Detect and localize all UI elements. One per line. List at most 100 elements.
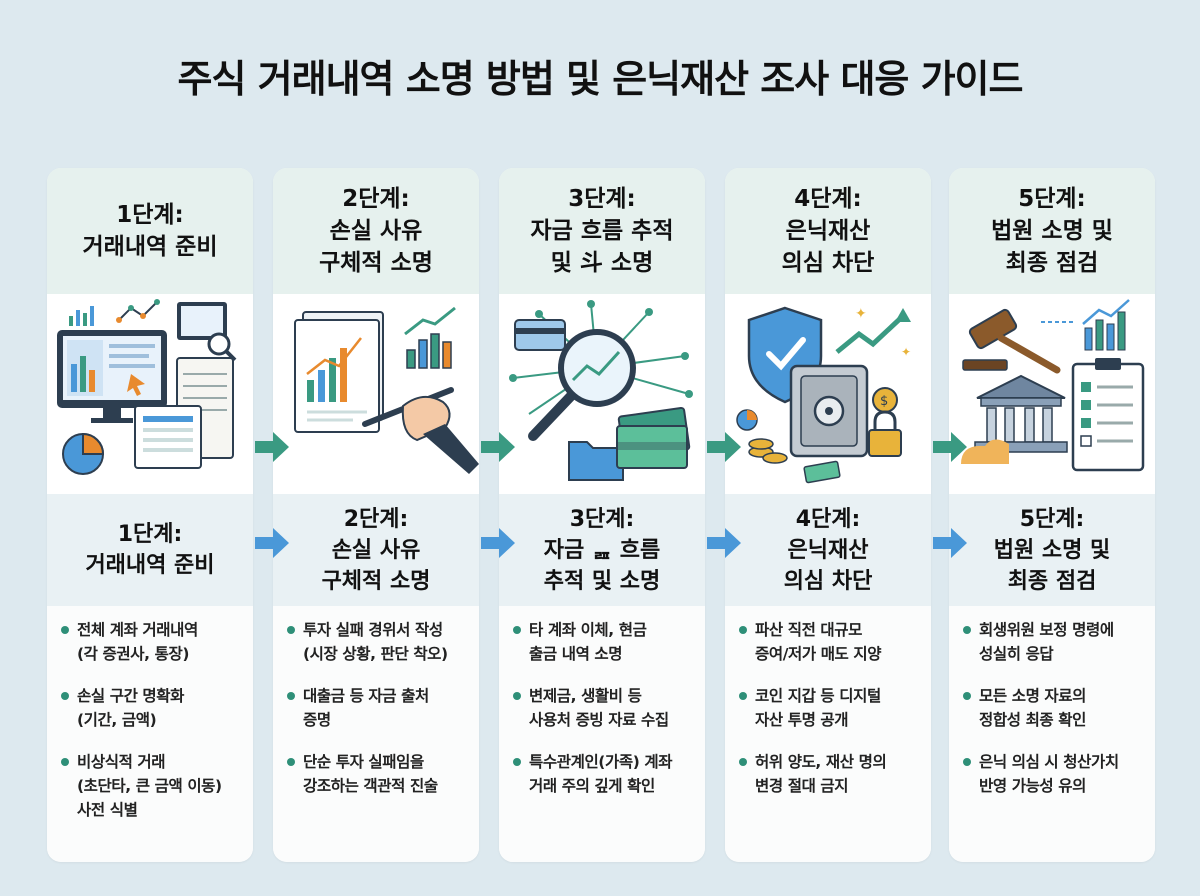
magnifier-monitor-icon bbox=[177, 302, 237, 362]
step-5-card: 5단계: 법원 소명 및 최종 점검 bbox=[949, 168, 1155, 862]
step-5-subheader-line: 최종 점검 bbox=[1007, 568, 1097, 594]
step-1-illustration bbox=[47, 294, 253, 494]
courthouse-icon bbox=[961, 374, 1068, 464]
cash-icon bbox=[616, 406, 691, 469]
step-3-subheader-line: 추적 및 소명 bbox=[543, 568, 661, 594]
step-2-header-line: 손실 사유 bbox=[329, 218, 423, 244]
step-1-bullet-list: 전체 계좌 거래내역 (각 증권사, 통장) 손실 구간 명확화 (기간, 금액… bbox=[47, 606, 253, 862]
step-3-header-line: 및 斗 소명 bbox=[550, 250, 654, 276]
list-item: 투자 실패 경위서 작성 (시장 상황, 판단 착오) bbox=[287, 618, 471, 666]
step-1-header-line: 1단계: bbox=[116, 202, 184, 228]
step-arrow-green-icon bbox=[481, 432, 515, 462]
step-4-bullet-list: 파산 직전 대규모 증여/저가 매도 지양 코인 지갑 등 디지털 자산 투명 … bbox=[725, 606, 931, 862]
step-2-subheader-line: 2단계: bbox=[343, 506, 409, 532]
bullet-icon bbox=[963, 758, 971, 766]
list-item: 특수관계인(가족) 계좌 거래 주의 깊게 확인 bbox=[513, 750, 697, 798]
step-2-illustration bbox=[273, 294, 479, 494]
step-arrow-green-icon bbox=[707, 432, 741, 462]
step-5-subheader: 5단계: 법원 소명 및 최종 점검 bbox=[949, 494, 1155, 606]
step-4-subheader-line: 은닉재산 bbox=[787, 537, 869, 563]
steps-diagram: 1단계: 거래내역 준비 bbox=[47, 168, 1155, 862]
step-arrow-blue-icon bbox=[707, 528, 741, 558]
step-1-header-line: 거래내역 준비 bbox=[82, 234, 218, 260]
step-2-header: 2단계: 손실 사유 구체적 소명 bbox=[273, 168, 479, 294]
step-4-subheader-line: 의심 차단 bbox=[783, 568, 873, 594]
step-2-subheader-line: 손실 사유 bbox=[331, 537, 421, 563]
pie-chart-icon bbox=[62, 432, 105, 475]
bullet-icon bbox=[61, 692, 69, 700]
step-2-card: 2단계: 손실 사유 구체적 소명 bbox=[273, 168, 479, 862]
bullet-icon bbox=[287, 692, 295, 700]
step-3-header-line: 3단계: bbox=[568, 186, 636, 212]
step-3-subheader: 3단계: 자금 ᆵ 흐름 추적 및 소명 bbox=[499, 494, 705, 606]
bullet-icon bbox=[513, 692, 521, 700]
step-2-header-line: 구체적 소명 bbox=[319, 250, 433, 276]
list-item: 전체 계좌 거래내역 (각 증권사, 통장) bbox=[61, 618, 245, 666]
step-3-subheader-line: 자금 ᆵ 흐름 bbox=[543, 537, 661, 563]
lock-icon bbox=[868, 410, 902, 457]
list-item: 타 계좌 이체, 현금 출금 내역 소명 bbox=[513, 618, 697, 666]
step-3-subheader-line: 3단계: bbox=[569, 506, 635, 532]
step-3-header: 3단계: 자금 흐름 추적 및 斗 소명 bbox=[499, 168, 705, 294]
step-5-illustration bbox=[949, 294, 1155, 494]
step-arrow-green-icon bbox=[933, 432, 967, 462]
bullet-icon bbox=[287, 758, 295, 766]
step-5-subheader-line: 법원 소명 및 bbox=[993, 537, 1111, 563]
folder-icon bbox=[568, 441, 624, 481]
step-1-subheader: 1단계: 거래내역 준비 bbox=[47, 494, 253, 606]
list-item: 모든 소명 자료의 정합성 최종 확인 bbox=[963, 684, 1147, 732]
bullet-icon bbox=[739, 626, 747, 634]
step-5-header-line: 5단계: bbox=[1018, 186, 1086, 212]
step-4-illustration: ✦ ✦ $ bbox=[725, 294, 931, 494]
step-4-header-line: 은닉재산 bbox=[785, 218, 871, 244]
list-item: 비상식적 거래 (초단타, 큰 금액 이동) 사전 식별 bbox=[61, 750, 245, 822]
step-1-card: 1단계: 거래내역 준비 bbox=[47, 168, 253, 862]
step-5-header-line: 최종 점검 bbox=[1005, 250, 1099, 276]
card-icon bbox=[514, 319, 566, 351]
step-3-illustration bbox=[499, 294, 705, 494]
magnifier-icon bbox=[528, 329, 636, 441]
step-4-card: 4단계: 은닉재산 의심 차단 ✦ ✦ bbox=[725, 168, 931, 862]
bullet-icon bbox=[963, 626, 971, 634]
step-4-header-line: 의심 차단 bbox=[781, 250, 875, 276]
bullet-icon bbox=[963, 692, 971, 700]
page-title: 주식 거래내역 소명 방법 및 은닉재산 조사 대응 가이드 bbox=[177, 57, 1024, 101]
svg-text:✦: ✦ bbox=[901, 345, 911, 359]
coin-icon: $ bbox=[748, 387, 898, 464]
step-1-header: 1단계: 거래내역 준비 bbox=[47, 168, 253, 294]
step-arrow-blue-icon bbox=[255, 528, 289, 558]
list-item: 은닉 의심 시 청산가치 반영 가능성 유의 bbox=[963, 750, 1147, 798]
bullet-icon bbox=[61, 626, 69, 634]
step-1-subheader-line: 거래내역 준비 bbox=[85, 553, 215, 578]
list-item: 대출금 등 자금 출처 증명 bbox=[287, 684, 471, 732]
safe-icon bbox=[789, 364, 869, 458]
spreadsheet-icon bbox=[134, 357, 234, 469]
monitor-chart-icon bbox=[57, 330, 167, 423]
step-3-header-line: 자금 흐름 추적 bbox=[530, 218, 674, 244]
bullet-icon bbox=[287, 626, 295, 634]
bar-chart-icon bbox=[69, 306, 94, 326]
network-nodes bbox=[509, 300, 693, 398]
document-chart-icon bbox=[294, 311, 384, 433]
bullet-icon bbox=[61, 758, 69, 766]
step-3-bullet-list: 타 계좌 이체, 현금 출금 내역 소명 변제금, 생활비 등 사용처 증빙 자… bbox=[499, 606, 705, 862]
bullet-icon bbox=[513, 626, 521, 634]
svg-text:✦: ✦ bbox=[855, 306, 867, 322]
list-item: 손실 구간 명확화 (기간, 금액) bbox=[61, 684, 245, 732]
step-4-header-line: 4단계: bbox=[794, 186, 862, 212]
svg-text:$: $ bbox=[880, 394, 888, 409]
step-2-subheader: 2단계: 손실 사유 구체적 소명 bbox=[273, 494, 479, 606]
step-arrow-green-icon bbox=[255, 432, 289, 462]
bullet-icon bbox=[739, 758, 747, 766]
step-5-bullet-list: 회생위원 보정 명령에 성실히 응답 모든 소명 자료의 정합성 최종 확인 은… bbox=[949, 606, 1155, 862]
hand-pen-icon bbox=[362, 387, 479, 474]
list-item: 코인 지갑 등 디지털 자산 투명 공개 bbox=[739, 684, 923, 732]
step-1-subheader-line: 1단계: bbox=[117, 522, 183, 547]
step-2-bullet-list: 투자 실패 경위서 작성 (시장 상황, 판단 착오) 대출금 등 자금 출처 … bbox=[273, 606, 479, 862]
line-chart-icon bbox=[116, 299, 160, 323]
step-arrow-blue-icon bbox=[481, 528, 515, 558]
gavel-icon bbox=[962, 308, 1061, 374]
step-3-card: 3단계: 자금 흐름 추적 및 斗 소명 bbox=[499, 168, 705, 862]
step-4-header: 4단계: 은닉재산 의심 차단 bbox=[725, 168, 931, 294]
checklist-icon bbox=[1071, 358, 1145, 472]
